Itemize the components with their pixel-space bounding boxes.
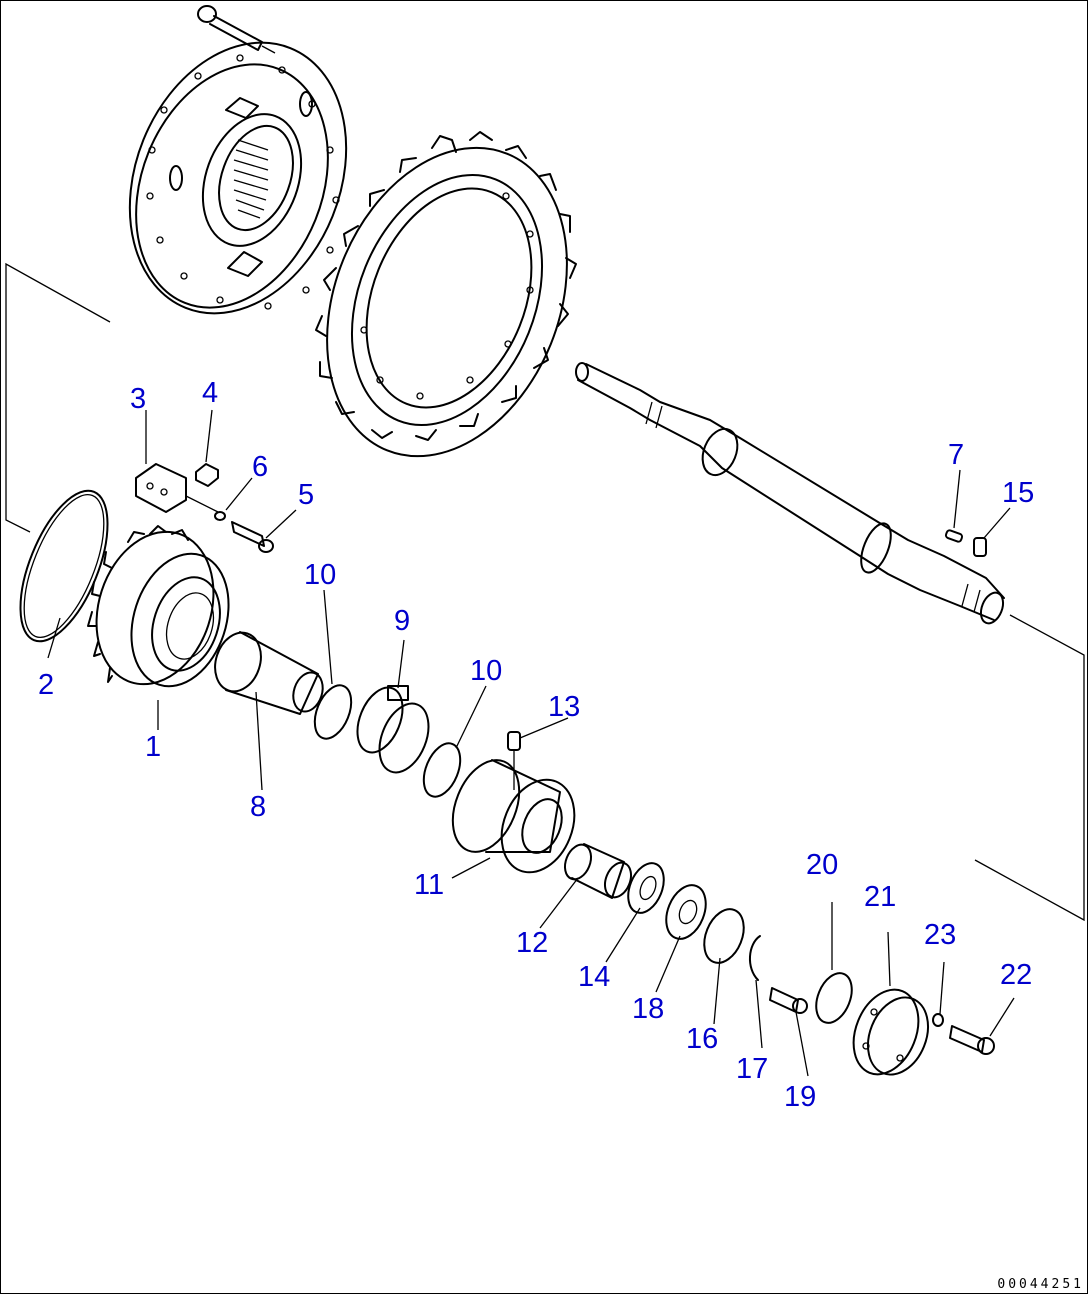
callout-8: 8 bbox=[250, 791, 266, 823]
callout-4: 4 bbox=[202, 377, 218, 409]
reference-lines bbox=[5, 262, 1085, 922]
callout-2: 2 bbox=[38, 669, 54, 701]
callout-10b: 10 bbox=[470, 655, 502, 687]
leader-lines bbox=[47, 409, 1015, 1077]
o-ring-upper bbox=[313, 684, 353, 740]
callout-23: 23 bbox=[924, 919, 956, 951]
o-ring-lower bbox=[422, 742, 462, 798]
callout-14: 14 bbox=[578, 961, 610, 993]
callout-22: 22 bbox=[1000, 959, 1032, 991]
retainer-bolt bbox=[769, 987, 808, 1014]
snap-ring bbox=[749, 935, 761, 981]
cover-o-ring bbox=[815, 972, 853, 1024]
callout-11: 11 bbox=[414, 869, 444, 901]
shaft-pin bbox=[973, 537, 987, 557]
callout-15: 15 bbox=[1002, 477, 1034, 509]
callout-13: 13 bbox=[548, 691, 580, 723]
hub-bolt bbox=[197, 5, 276, 54]
callout-12: 12 bbox=[516, 927, 548, 959]
bearing-housing bbox=[451, 759, 576, 874]
lock-nut bbox=[665, 884, 707, 940]
lock-bolt bbox=[231, 521, 274, 553]
axle-shaft bbox=[575, 362, 1005, 625]
callout-19: 19 bbox=[784, 1081, 816, 1113]
large-o-ring bbox=[19, 489, 109, 643]
callout-9: 9 bbox=[394, 605, 410, 637]
hub-gear bbox=[87, 525, 230, 688]
lock-washer bbox=[214, 511, 226, 521]
callout-18: 18 bbox=[632, 993, 664, 1025]
document-number: 00044251 bbox=[997, 1277, 1084, 1292]
end-cover bbox=[852, 988, 929, 1076]
cover-washer bbox=[932, 1013, 944, 1027]
sprocket-ring bbox=[315, 131, 577, 458]
callout-10a: 10 bbox=[304, 559, 336, 591]
hub-flange bbox=[128, 41, 348, 315]
callout-20: 20 bbox=[806, 849, 838, 881]
cover-bolt bbox=[949, 1025, 995, 1055]
callout-6: 6 bbox=[252, 451, 268, 483]
lock-pin bbox=[195, 463, 219, 487]
thrust-washer bbox=[627, 862, 665, 914]
spindle-shaft bbox=[214, 631, 324, 715]
retainer-plate bbox=[703, 908, 745, 964]
callout-1: 1 bbox=[145, 731, 161, 763]
floating-seal bbox=[356, 685, 430, 774]
callout-labels: 1 2 3 4 5 6 7 8 9 10 10 11 12 13 14 15 1… bbox=[38, 377, 1034, 1113]
housing-pin bbox=[507, 731, 521, 751]
callout-17: 17 bbox=[736, 1053, 768, 1085]
callout-3: 3 bbox=[130, 383, 146, 415]
callout-5: 5 bbox=[298, 479, 314, 511]
bushing bbox=[563, 843, 633, 899]
shaft-key bbox=[944, 529, 964, 543]
callout-16: 16 bbox=[686, 1023, 718, 1055]
callout-21: 21 bbox=[864, 881, 896, 913]
lock-plate bbox=[135, 463, 187, 513]
callout-7: 7 bbox=[948, 439, 964, 471]
